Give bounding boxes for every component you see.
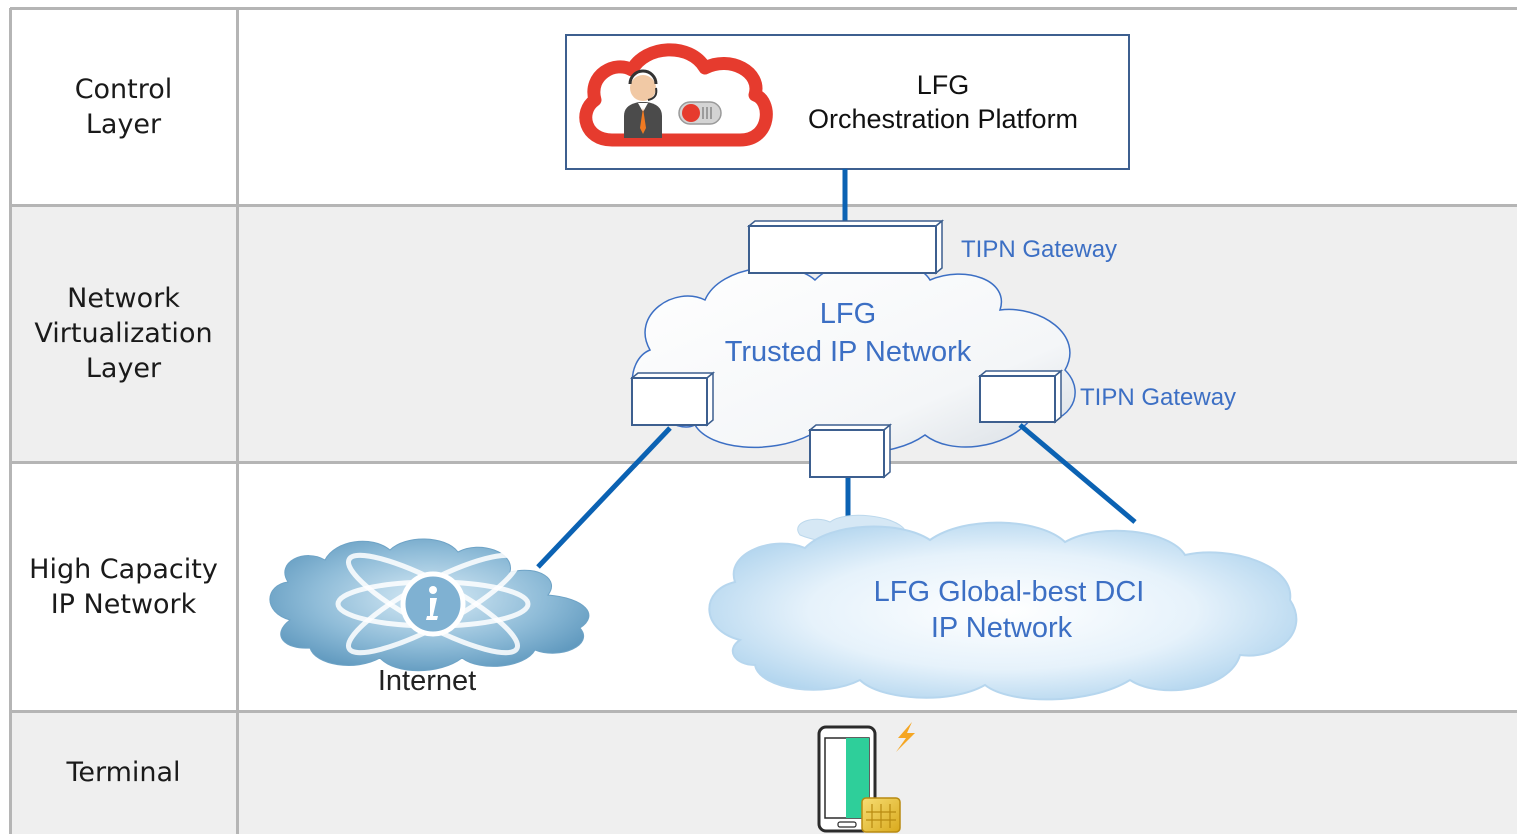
layer-label-line: High Capacity (29, 553, 218, 585)
grid-line-top (10, 7, 1517, 10)
gateway-label-top: TIPN Gateway (961, 236, 1118, 263)
connector-gateway-dci-right (1018, 423, 1137, 524)
gateway-label-right: TIPN Gateway (1080, 384, 1237, 411)
terminal-phone-icon (817, 722, 915, 833)
layer-label-line: Control (74, 73, 173, 105)
layer-label-line: Network (67, 283, 180, 314)
layer-label-line: Layer (85, 353, 162, 384)
layer-label-network-virtualization: Network Virtualization Layer (10, 205, 237, 462)
internet-label: Internet (377, 665, 477, 697)
grid-line-divider (236, 8, 239, 834)
connector-gateway-internet (536, 426, 672, 569)
orchestration-cloud-icon (579, 43, 773, 147)
grid-line-2 (10, 461, 1517, 464)
orchestration-title-line1: LFG (916, 70, 970, 100)
layer-label-control: Control Layer (10, 8, 237, 205)
tipn-gateway-left (629, 371, 716, 427)
tipn-gateway-right (977, 369, 1064, 424)
grid-line-left (9, 8, 12, 834)
layer-label-terminal: Terminal (10, 711, 237, 834)
grid-line-1 (10, 204, 1517, 207)
dci-cloud (708, 514, 1298, 701)
lightning-icon (896, 722, 915, 752)
layer-label-high-capacity: High Capacity IP Network (10, 462, 237, 711)
dci-title-line1: LFG Global-best DCI (873, 576, 1145, 608)
layer-label-line: Virtualization (34, 318, 213, 349)
layer-label-line: IP Network (50, 588, 197, 620)
toggle-switch-icon (678, 101, 722, 125)
terminal-layer-row (10, 711, 1517, 834)
operator-person-icon (624, 69, 662, 138)
sim-card-icon (861, 797, 901, 833)
tipn-gateway-center (807, 423, 893, 479)
internet-cloud (269, 538, 590, 672)
orchestration-title-line2: Orchestration Platform (807, 104, 1079, 134)
grid-line-3 (10, 710, 1517, 713)
layer-label-line: Terminal (66, 757, 181, 788)
info-atom-icon (335, 552, 531, 656)
tipn-gateway-top (746, 219, 945, 275)
layer-label-line: Layer (85, 108, 162, 140)
trusted-network-title-line1: LFG (819, 298, 877, 330)
trusted-network-title-line2: Trusted IP Network (724, 336, 972, 368)
dci-title-line2: IP Network (930, 612, 1073, 644)
